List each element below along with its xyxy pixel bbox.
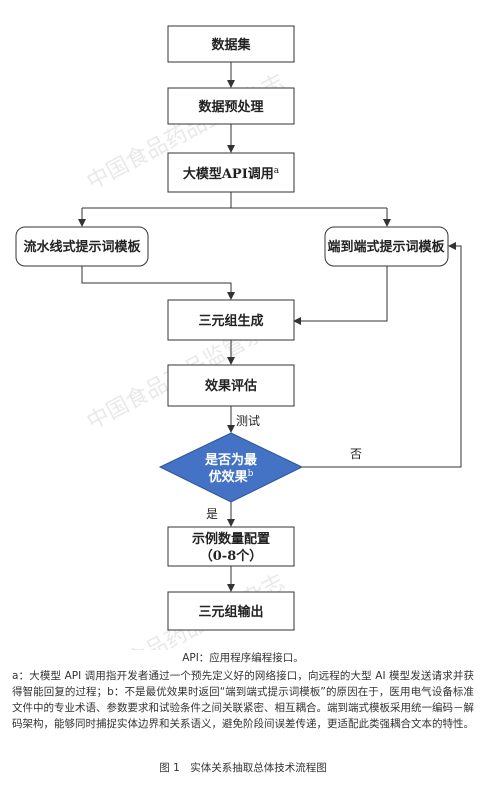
figure-caption: 图 1 实体关系抽取总体技术流程图 (159, 762, 327, 774)
node-eval-label: 效果评估 (205, 378, 257, 394)
node-example-config-line2: （0-8个） (200, 548, 263, 564)
flowchart: 中国食品药品监管杂志 中国食品药品监管杂志 中国食品药品监管杂志 数据集 数据预… (15, 25, 462, 650)
edge-label-no: 否 (350, 447, 362, 461)
node-eval: 效果评估 (167, 364, 295, 407)
edge-label-test: 测试 (236, 413, 260, 428)
node-decision-label-line2: 优效果b (209, 469, 254, 485)
node-preprocess: 数据预处理 (167, 87, 295, 125)
node-decision-text2: 优效果 (209, 469, 248, 485)
footnotes: a：大模型 API 调用指开发者通过一个预先定义好的网络接口，向远程的大型 AI… (12, 670, 474, 730)
node-triple-out-label: 三元组输出 (198, 604, 263, 620)
edge-e2e-triple (293, 266, 388, 325)
node-example-config: 示例数量配置 （0-8个） (167, 526, 295, 567)
node-decision-label-line1: 是否为最 (204, 452, 258, 468)
node-triple-gen-label: 三元组生成 (198, 313, 263, 329)
node-decision-sup: b (248, 469, 254, 479)
edges (78, 62, 462, 592)
node-llm-api-sup: a (274, 166, 280, 176)
node-preprocess-label: 数据预处理 (198, 99, 263, 115)
node-pipeline-template-label: 流水线式提示词模板 (23, 239, 141, 255)
node-e2e-template-label: 端到端式提示词模板 (327, 239, 445, 255)
node-pipeline-template: 流水线式提示词模板 (15, 226, 149, 267)
edge-label-yes: 是 (206, 507, 218, 521)
node-triple-gen: 三元组生成 (167, 299, 295, 341)
node-example-config-line1: 示例数量配置 (192, 531, 270, 547)
node-llm-api-text: 大模型API调用 (183, 166, 274, 182)
node-e2e-template: 端到端式提示词模板 (324, 226, 449, 267)
node-dataset: 数据集 (167, 25, 295, 63)
node-llm-api-label: 大模型API调用a (183, 166, 280, 182)
node-triple-out: 三元组输出 (167, 591, 295, 631)
edge-pipeline-triple (81, 266, 235, 300)
node-decision: 是否为最 优效果b (158, 432, 304, 503)
node-llm-api: 大模型API调用a (167, 152, 295, 193)
node-dataset-label: 数据集 (211, 37, 251, 53)
edge-decision-no (302, 242, 462, 468)
abbreviation-note: API：应用程序编程接口。 (182, 652, 304, 664)
